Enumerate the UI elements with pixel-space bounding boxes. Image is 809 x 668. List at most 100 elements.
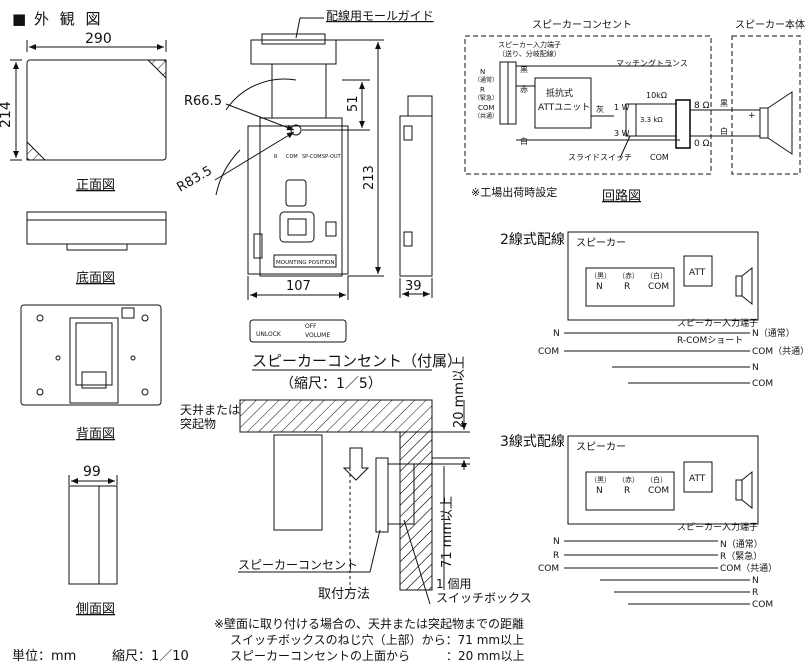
- box-label-2: スイッチボックス: [436, 591, 532, 605]
- transformer-label: マッチングトランス: [616, 58, 688, 68]
- outlet-label-spcom: SP-COM: [302, 154, 322, 160]
- outlet-side: 39: [399, 95, 433, 298]
- front-width-dim: 290: [85, 31, 112, 47]
- r10k-label: 10kΩ: [646, 91, 667, 100]
- w2-input-terminal: スピーカー入力端子: [677, 317, 758, 329]
- radius-83-5: R83.5: [175, 163, 215, 195]
- w3-color-2: （白）: [646, 475, 667, 484]
- w2-left-n: N: [553, 329, 560, 339]
- w2-title: 2線式配線: [500, 232, 565, 248]
- radius-66-5: R66.5: [184, 94, 222, 109]
- ohm-0: 0 Ω: [694, 139, 710, 149]
- outlet-label-r: R: [274, 154, 278, 160]
- term-r: R: [480, 86, 485, 94]
- w2-right-0: N（通常）: [752, 327, 795, 339]
- side-view-label: 側面図: [76, 602, 115, 617]
- outlet-scale: （縮尺：1／5）: [280, 376, 382, 392]
- volume-text: VOLUME: [305, 332, 330, 339]
- ceiling-label-1: 天井または: [180, 403, 240, 417]
- w3-color-1: （赤）: [618, 476, 639, 484]
- w2-term-0: N: [596, 282, 603, 292]
- black-2: 黒: [720, 99, 728, 108]
- dim-71mm: 71 mm以上: [440, 496, 455, 568]
- w2-short: R-COMショート: [677, 336, 743, 346]
- wire-red: 赤: [520, 85, 528, 94]
- w1-label: 1 W: [614, 103, 630, 112]
- term-n: N: [480, 68, 485, 76]
- note-line-2: スイッチボックスのねじ穴（上部）から：71 mm以上: [230, 632, 524, 647]
- wire-black: 黒: [520, 65, 528, 74]
- w3-right-2: COM（共通）: [720, 563, 777, 574]
- ceiling-label-2: 突起物: [180, 416, 216, 431]
- term-com: COM: [478, 104, 494, 112]
- w3-term-1: R: [624, 486, 630, 496]
- input-terminal-1: スピーカー入力端子: [498, 40, 561, 49]
- mounting-position-text: MOUNTING POSITION: [276, 260, 335, 266]
- w3-left-com: COM: [538, 564, 559, 574]
- mounting-method: 天井または 突起物 20 mm以上 71 mm以上 スピーカーコンセント 取付方…: [180, 356, 532, 605]
- unlock-text: UNLOCK: [256, 331, 282, 338]
- factory-note: ※工場出荷時設定: [471, 185, 557, 199]
- w3-left-n: N: [553, 537, 560, 547]
- circuit-diagram: スピーカーコンセント スピーカー本体 スピーカー入力端子 （送り、分岐配線） N…: [464, 18, 805, 204]
- outlet-front: 配線用モールガイド MOUNTING POSITION R COM SP-COM…: [175, 8, 434, 300]
- wire-gray: 灰: [596, 104, 604, 114]
- front-view-label: 正面図: [76, 178, 115, 193]
- w2-color-0: （黒）: [590, 272, 611, 280]
- w2-att: ATT: [689, 268, 706, 278]
- back-view: 背面図: [20, 304, 162, 442]
- outlet-label-spout: SP-OUT: [322, 154, 342, 160]
- circuit-speaker-title: スピーカー本体: [735, 18, 805, 31]
- att-unit-2: ATTユニット: [538, 103, 590, 113]
- back-view-label: 背面図: [76, 427, 115, 442]
- w3-right-4: R: [752, 588, 758, 598]
- note-line-1: ※壁面に取り付ける場合の、天井または突起物までの距離: [214, 616, 524, 631]
- dim-51: 51: [346, 95, 361, 112]
- w3-right-3: N: [752, 576, 759, 586]
- side-width-dim: 99: [83, 464, 101, 480]
- slide-switch: スライドスイッチ: [568, 153, 632, 162]
- dim-39: 39: [405, 279, 422, 294]
- term-n-note: （通常）: [474, 76, 498, 84]
- mount-outlet-label: スピーカーコンセント: [238, 558, 358, 572]
- circuit-outlet-title: スピーカーコンセント: [532, 19, 632, 31]
- side-view: 99 側面図: [68, 464, 118, 617]
- dim-213: 213: [362, 165, 377, 190]
- w3-right-5: COM: [752, 600, 773, 610]
- dim-107: 107: [286, 279, 311, 294]
- att-unit-1: 抵抗式: [546, 87, 573, 99]
- w3-color-0: （黒）: [590, 476, 611, 484]
- bottom-view-label: 底面図: [76, 270, 115, 286]
- w2-right-1: COM（共通）: [752, 346, 809, 357]
- dim-20mm: 20 mm以上: [452, 356, 467, 428]
- w2-left-com: COM: [538, 347, 559, 357]
- guide-label: 配線用モールガイド: [326, 8, 434, 23]
- wiring-2wire: 2線式配線 スピーカー （黒） （赤） （白） N R COM ATT スピーカ…: [500, 231, 809, 389]
- input-terminal-2: （送り、分岐配線）: [498, 49, 561, 58]
- term-r-note: （緊急）: [474, 94, 498, 102]
- w2-right-2: N: [752, 363, 759, 373]
- footer-unit: 単位：mm: [12, 648, 76, 664]
- w3-input-terminal: スピーカー入力端子: [677, 521, 758, 533]
- outlet-label-com: COM: [286, 154, 298, 160]
- w3-speaker: スピーカー: [576, 441, 626, 453]
- note-line-3: スピーカーコンセントの上面から ：20 mm以上: [230, 649, 524, 663]
- outlet-bottom: UNLOCK OFF VOLUME スピーカーコンセント（付属） （縮尺：1／5…: [249, 319, 462, 392]
- w3-label: 3 W: [614, 129, 630, 138]
- bottom-view: 底面図: [26, 211, 167, 286]
- w2-term-2: COM: [648, 282, 669, 292]
- circuit-caption: 回路図: [602, 188, 641, 204]
- w3-title: 3線式配線: [500, 434, 565, 450]
- w3-att: ATT: [689, 474, 706, 484]
- w2-speaker: スピーカー: [576, 237, 626, 249]
- w2-color-2: （白）: [646, 271, 667, 280]
- front-height-dim: 214: [0, 101, 14, 128]
- w2-term-1: R: [624, 282, 630, 292]
- w2-right-3: COM: [752, 379, 773, 389]
- w3-term-2: COM: [648, 486, 669, 496]
- w3-left-r: R: [553, 551, 559, 561]
- com-label: COM: [650, 153, 669, 162]
- white-2: 白: [720, 126, 728, 136]
- w3-right-0: N（通常）: [720, 538, 763, 550]
